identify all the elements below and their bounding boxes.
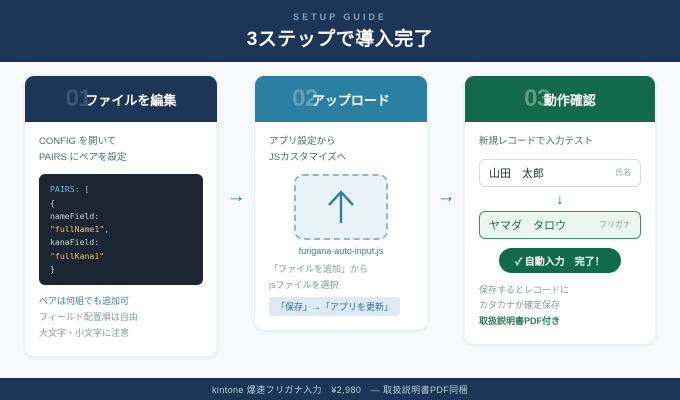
step-lead-text: 新規レコードで入力テスト xyxy=(479,136,594,147)
page-footer: kintone 爆速フリガナ入力 ¥2,980 — 取扱説明書PDF同梱 xyxy=(0,378,680,400)
note-item: カタカナが確定保存 xyxy=(479,300,561,311)
page-title: 3ステップで導入完了 xyxy=(246,28,434,50)
step-card-03-body: 新規レコードで入力テスト 山田 太郎 氏名 ↓ ヤマダ タロウ フリガナ ✓ 自… xyxy=(465,122,655,344)
code-line: { xyxy=(50,197,55,208)
steps-stage: 01 ファイルを編集 CONFIG を開いて PAIRS にペアを設定 PAIR… xyxy=(0,62,680,378)
name-field-value: 山田 太郎 xyxy=(489,167,544,180)
step-card-03[interactable]: 03 動作確認 新規レコードで入力テスト 山田 太郎 氏名 ↓ ヤマダ タロウ … xyxy=(465,76,655,344)
step-title: 動作確認 xyxy=(543,92,596,108)
step-card-02-body: アプリ設定から JSカスタマイズへ furigana-auto-input.js… xyxy=(255,122,427,330)
config-code-block: PAIRS: [ { nameField: "fullName1", kanaF… xyxy=(39,174,203,286)
step-notes: 「ファイルを追加」から jsファイルを選択 xyxy=(269,262,413,294)
code-line: } xyxy=(50,264,55,275)
page-header: SETUP GUIDE 3ステップで導入完了 xyxy=(0,0,680,62)
upload-area[interactable]: furigana-auto-input.js xyxy=(269,174,413,256)
code-line: PAIRS: [ xyxy=(50,184,90,195)
note-item: 「ファイルを追加」から xyxy=(269,264,369,275)
furigana-field-label: フリガナ xyxy=(599,220,631,230)
eyebrow-label: SETUP GUIDE xyxy=(293,11,387,22)
note-item: ペアは何組でも追加可 xyxy=(39,296,130,307)
step-card-02[interactable]: 02 アップロード アプリ設定から JSカスタマイズへ furigana-aut… xyxy=(255,76,427,330)
name-field[interactable]: 山田 太郎 氏名 xyxy=(479,158,641,187)
connector-arrow-2: → xyxy=(436,186,456,207)
note-item: 取扱説明書PDF付き xyxy=(479,316,561,327)
step-number: 01 xyxy=(65,85,92,112)
status-badge: ✓ 自動入力 完了！ xyxy=(499,247,621,273)
auto-fill-arrow-icon: ↓ xyxy=(556,190,564,207)
furigana-field[interactable]: ヤマダ タロウ フリガナ xyxy=(479,210,641,239)
code-line: kanaField: xyxy=(50,237,100,248)
step-card-01-body: CONFIG を開いて PAIRS にペアを設定 PAIRS: [ { name… xyxy=(25,122,217,356)
code-line: nameField: xyxy=(50,210,100,221)
file-dropzone[interactable] xyxy=(294,174,388,241)
note-item: 大文字・小文字に注意 xyxy=(39,327,130,338)
note-item: 保存するとレコードに xyxy=(479,284,570,295)
step-card-02-header: 02 アップロード xyxy=(255,76,427,122)
furigana-field-value: ヤマダ タロウ xyxy=(489,219,566,232)
steps-container: 01 ファイルを編集 CONFIG を開いて PAIRS にペアを設定 PAIR… xyxy=(0,76,680,378)
note-item: フィールド配置順は自由 xyxy=(39,312,138,323)
note-item: jsファイルを選択 xyxy=(269,280,339,291)
step-title: アップロード xyxy=(311,92,390,108)
connector-arrow-1: → xyxy=(226,186,246,207)
code-line: "fullKana1" xyxy=(50,250,105,261)
name-field-label: 氏名 xyxy=(615,168,631,178)
step-card-01-header: 01 ファイルを編集 xyxy=(25,76,217,122)
footer-text: kintone 爆速フリガナ入力 ¥2,980 — 取扱説明書PDF同梱 xyxy=(212,384,468,395)
step-lead-text: CONFIG を開いて PAIRS にペアを設定 xyxy=(39,136,127,163)
step-title: ファイルを編集 xyxy=(85,92,177,108)
step-notes: 保存するとレコードに カタカナが確定保存 取扱説明書PDF付き xyxy=(479,283,641,330)
uploaded-file-name: furigana-auto-input.js xyxy=(298,246,384,257)
upload-arrow-icon xyxy=(328,190,354,224)
save-update-badge: 「保存」→「アプリを更新」 xyxy=(269,296,401,316)
step-notes: ペアは何組でも追加可 フィールド配置順は自由 大文字・小文字に注意 xyxy=(39,294,203,341)
step-card-01[interactable]: 01 ファイルを編集 CONFIG を開いて PAIRS にペアを設定 PAIR… xyxy=(25,76,217,356)
step-number: 02 xyxy=(292,85,318,112)
code-line: "fullName1", xyxy=(50,224,110,235)
step-number: 03 xyxy=(524,85,550,112)
step-card-03-header: 03 動作確認 xyxy=(465,76,655,122)
step-lead-text: アプリ設定から JSカスタマイズへ xyxy=(269,136,347,163)
